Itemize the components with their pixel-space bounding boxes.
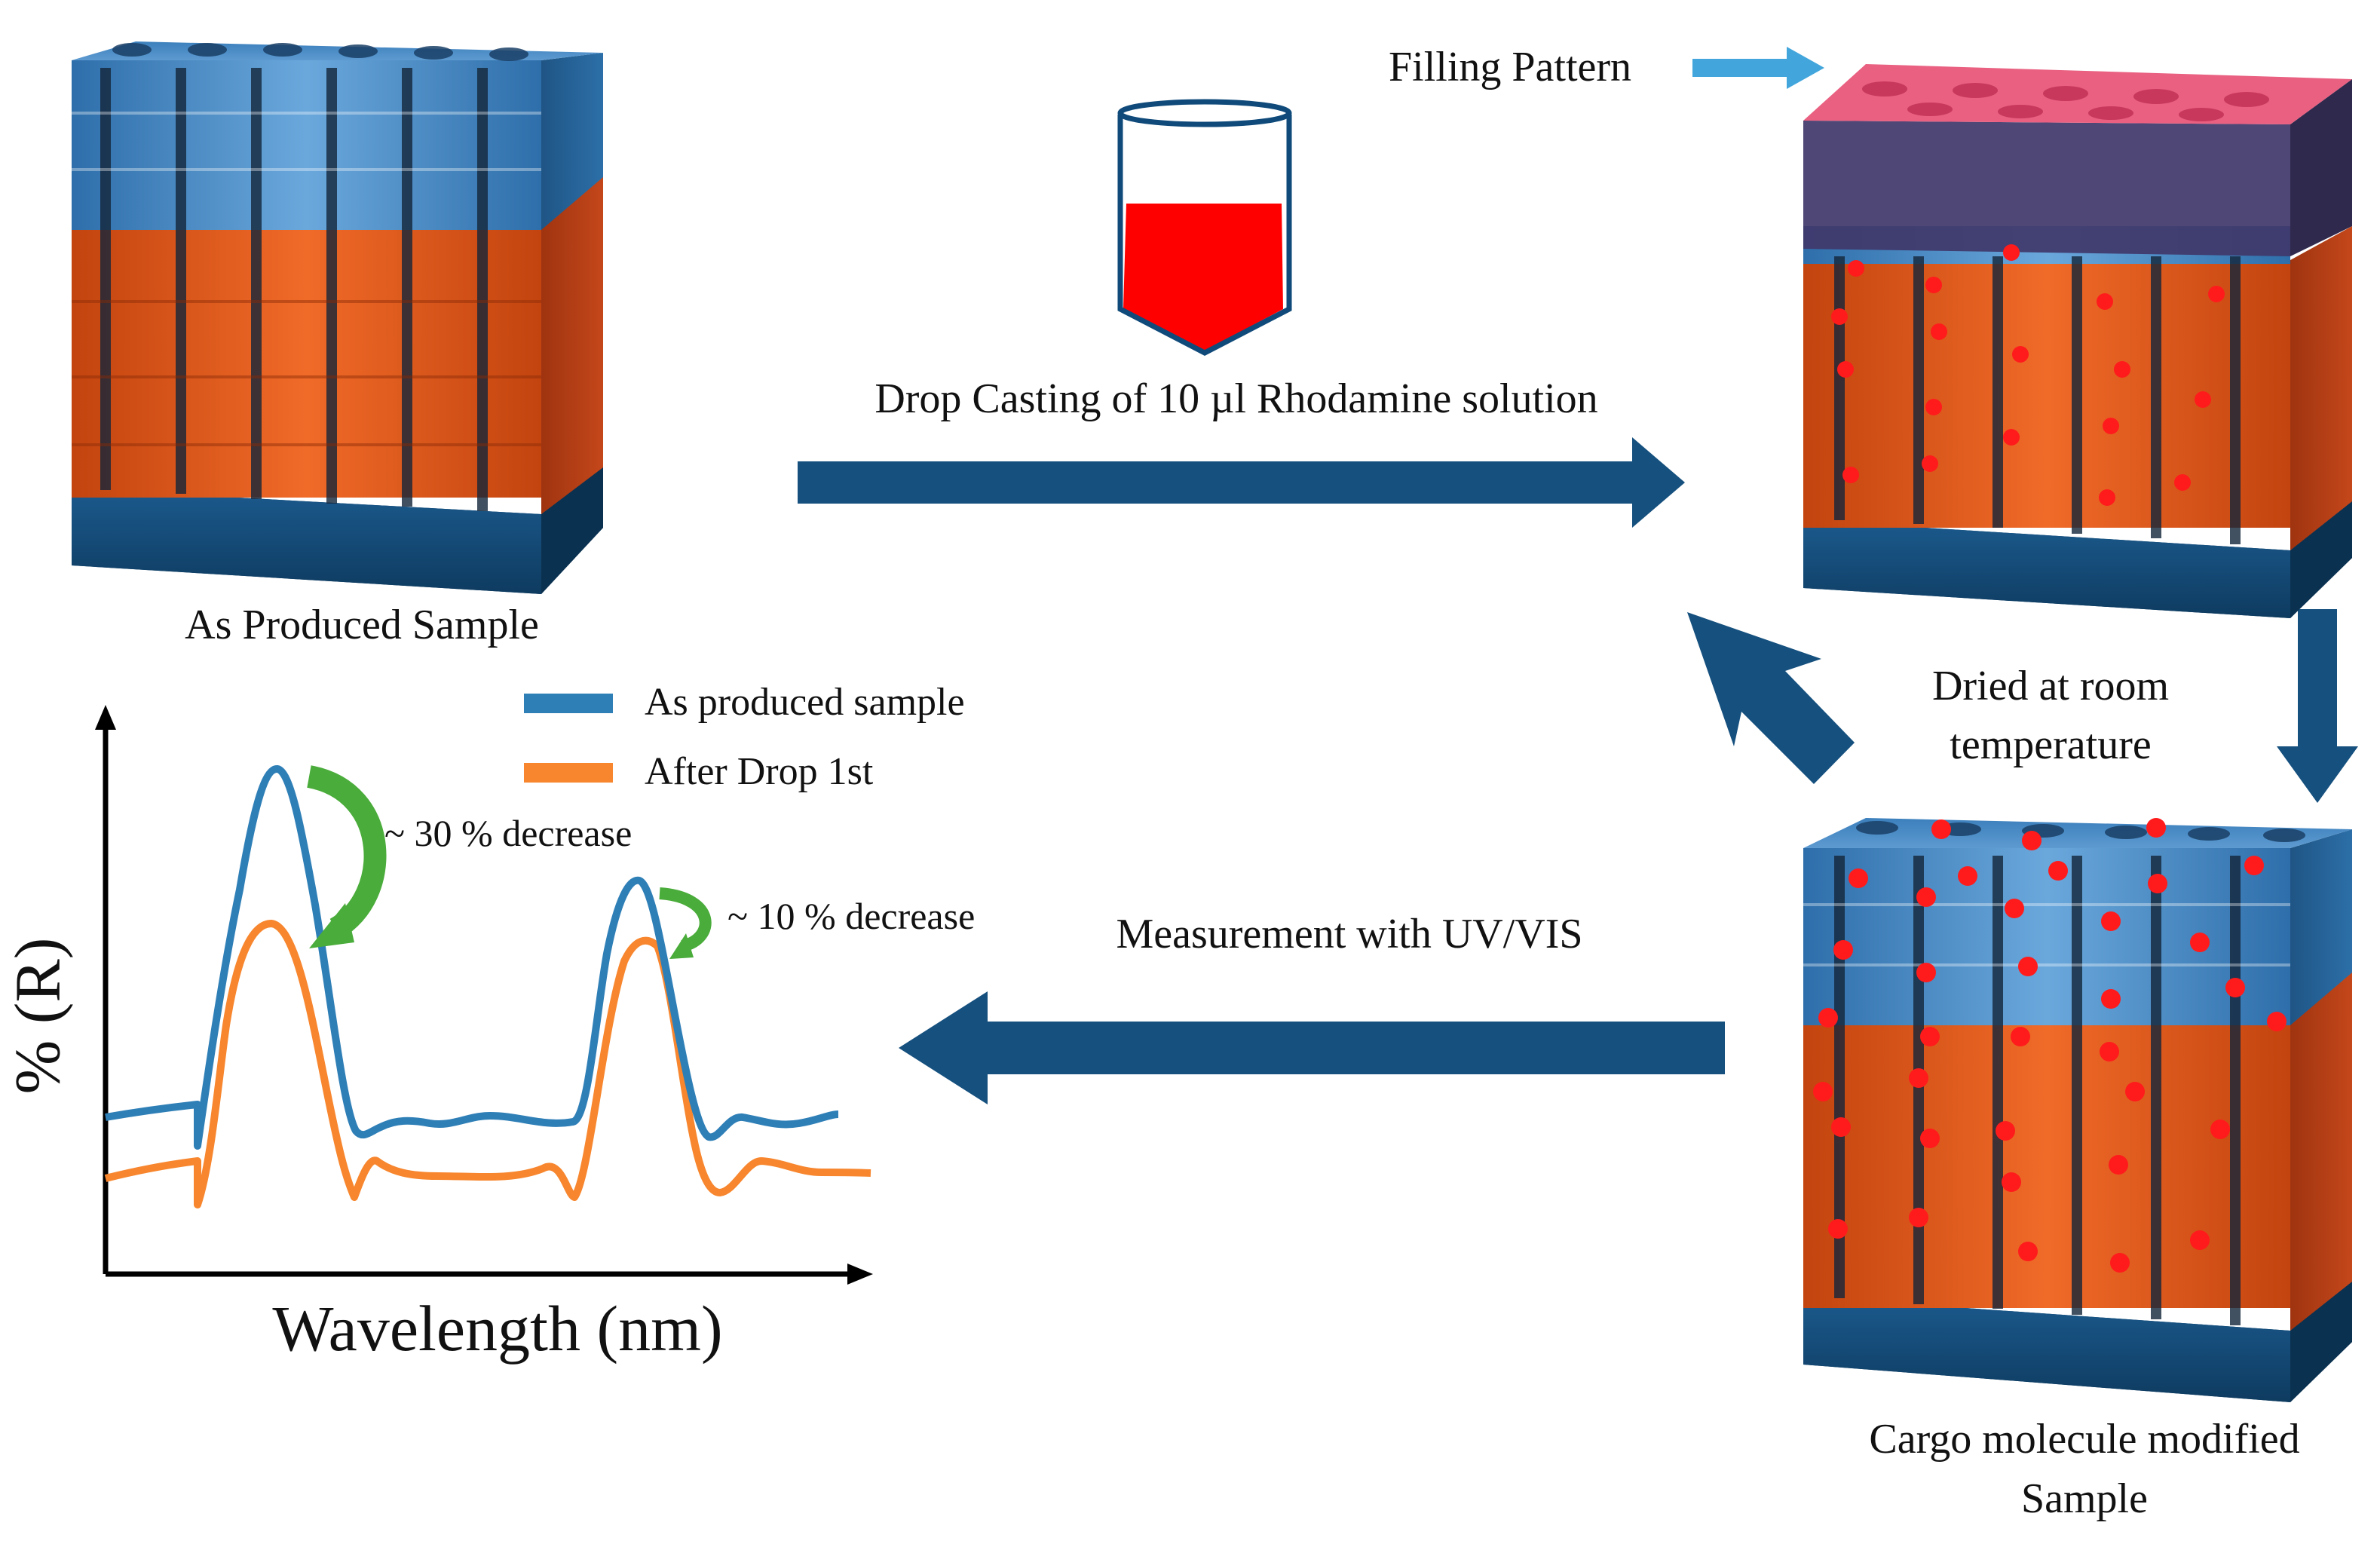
reflectance-chart [95,694,873,1285]
cargo-modified-sample-block [1803,818,2352,1402]
annotation-peak2-decrease: ~ 10 % decrease [727,895,976,937]
label-cargo-line1: Cargo molecule modified [1869,1416,2300,1463]
x-axis-arrowhead [847,1264,873,1285]
label-cargo-line2: Sample [2021,1475,2148,1522]
label-drop-casting: Drop Casting of 10 µl Rhodamine solution [875,375,1598,422]
legend-swatch-after-drop [524,763,613,783]
as-produced-sample-block [72,41,603,594]
series-line-as-produced [105,765,839,1150]
arrow-drop-casting [798,437,1685,528]
filled-sample-block [1803,64,2352,618]
y-axis-arrowhead [95,705,116,730]
x-axis-label: Wavelength (nm) [272,1292,723,1365]
rhodamine-vial-icon [1117,99,1292,356]
label-as-produced-sample: As Produced Sample [185,602,539,648]
arrow-back-up [1687,612,1855,784]
arrow-filling-pattern [1692,47,1824,89]
label-dried-line2: temperature [1950,721,2152,768]
legend-label-after-drop: After Drop 1st [645,750,874,793]
label-filling-pattern: Filling Pattern [1389,44,1631,90]
legend-swatch-as-produced [524,694,613,713]
label-dried-line1: Dried at room [1931,663,2170,709]
annotation-peak1-decrease: ~ 30 % decrease [384,812,633,854]
y-axis-label: % (R) [1,937,74,1095]
series-line-after-drop [104,920,871,1208]
green-curved-arrow-small-icon [659,887,712,959]
legend-label-as-produced: As produced sample [645,681,965,724]
green-curved-arrow-icon [306,765,387,948]
arrow-down-dry [2277,609,2358,803]
label-measurement: Measurement with UV/VIS [1116,911,1583,957]
arrow-measurement [899,991,1725,1104]
